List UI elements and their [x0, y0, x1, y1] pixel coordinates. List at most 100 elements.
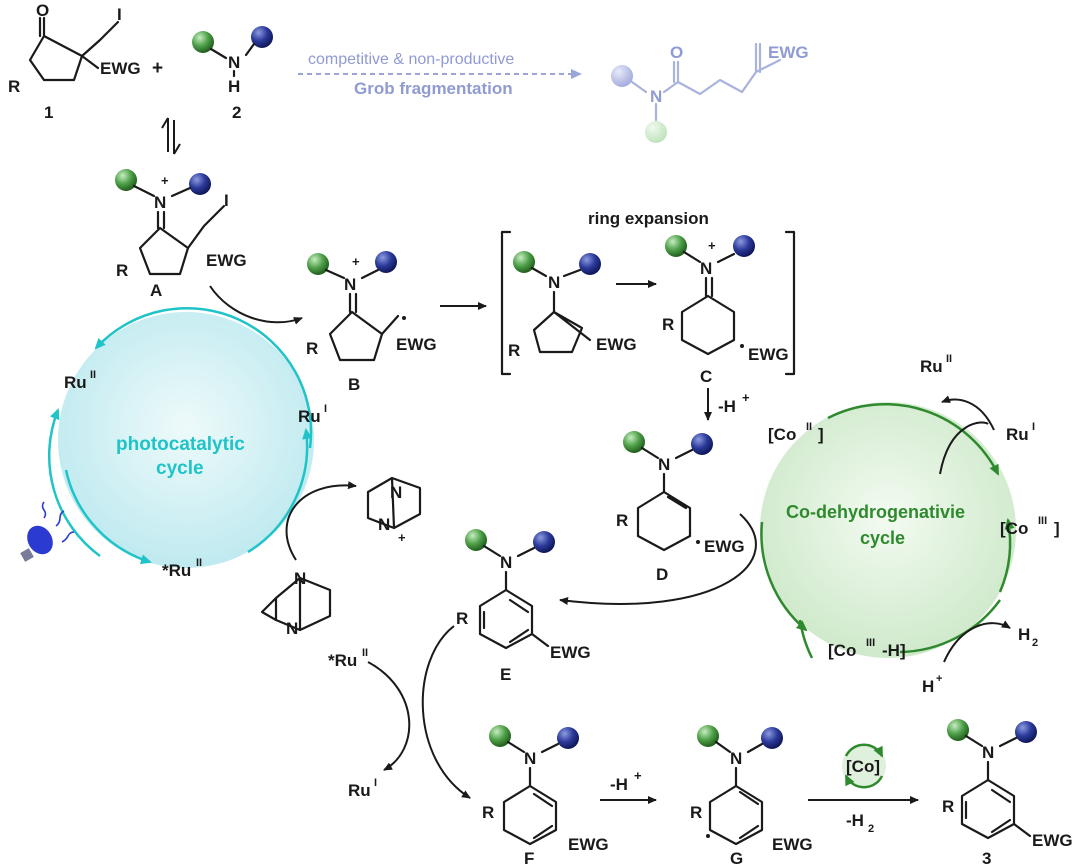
blue-ball: [189, 173, 211, 195]
arrow-h2-release: [943, 620, 1011, 663]
intermediate-B: N + EWG R B: [306, 251, 437, 394]
r-label: R: [616, 511, 628, 530]
ewg-label: EWG: [568, 835, 609, 854]
svg-text:II: II: [90, 369, 96, 381]
green-ball: [465, 529, 487, 551]
svg-text:N: N: [286, 619, 298, 638]
compound-2-structure: N H 2: [192, 26, 273, 122]
product-3: N EWG R 3: [942, 719, 1073, 868]
co-III-label: [Co: [1000, 519, 1028, 538]
blue-ball: [761, 727, 783, 749]
svg-text:I: I: [1032, 421, 1035, 433]
radical-cation-n-label: N: [548, 273, 560, 292]
co-catalyst-label: [Co]: [846, 757, 880, 776]
photocycle-title-1: photocatalytic: [116, 434, 245, 455]
label-B: B: [348, 375, 360, 394]
blue-ball: [375, 251, 397, 273]
cocycle-title-2: cycle: [860, 528, 905, 548]
faint-blue-ball: [611, 65, 633, 87]
blue-ball: [733, 235, 755, 257]
r-label: R: [8, 77, 20, 96]
ring-expansion-bracket: ring expansion N EWG R N + EWG R C: [500, 209, 796, 386]
radical-cation-plus: +: [398, 530, 406, 545]
arrow-D-to-E: [559, 513, 757, 605]
compound-1-structure: O I EWG R 1: [8, 1, 141, 122]
arrow-ru-quench: [367, 661, 411, 771]
co-ru-I-label: Ru: [1006, 425, 1029, 444]
iminium-n-label: N: [700, 259, 712, 278]
cocycle-disk: [760, 402, 1016, 658]
ewg-label: EWG: [396, 335, 437, 354]
svg-text:III: III: [866, 637, 875, 649]
blue-ball: [533, 531, 555, 553]
grob-fragmentation-pathway: competitive & non-productive Grob fragme…: [298, 42, 809, 143]
enamine-n-label: N: [658, 455, 670, 474]
minus-h-label-2: -H: [610, 775, 628, 794]
ewg-label: EWG: [550, 643, 591, 662]
svg-text:+: +: [936, 673, 942, 685]
intermediate-F: N EWG R F: [482, 725, 609, 868]
compound-3-label: 3: [982, 849, 991, 868]
faint-ewg-label: EWG: [768, 43, 809, 62]
r-label: R: [690, 803, 702, 822]
r-label: R: [116, 261, 128, 280]
label-A: A: [150, 281, 162, 300]
blue-ball: [579, 253, 601, 275]
cocycle-title-1: Co-dehydrogenativie: [786, 502, 965, 522]
faint-n-label: N: [650, 87, 662, 106]
svg-text:II: II: [946, 353, 952, 365]
label-G: G: [730, 849, 743, 868]
amine-n-label: N: [982, 743, 994, 762]
iodo-label: I: [224, 191, 229, 210]
h-label: H: [228, 77, 240, 96]
svg-text:N: N: [294, 569, 306, 588]
ewg-label: EWG: [1032, 831, 1073, 850]
ewg-label: EWG: [748, 345, 789, 364]
arrow-A-to-B: [209, 285, 303, 325]
ewg-label: EWG: [206, 251, 247, 270]
svg-text:+: +: [634, 768, 642, 783]
co-II-label: [Co: [768, 425, 796, 444]
compound-2-label: 2: [232, 103, 241, 122]
minus-h-label: -H: [718, 397, 736, 416]
r-label: R: [482, 803, 494, 822]
plus-charge: +: [708, 238, 716, 253]
amine-n-label: N: [730, 749, 742, 768]
green-ball: [489, 725, 511, 747]
intermediate-D: N EWG R D: [616, 431, 745, 584]
svg-text:N: N: [378, 515, 390, 534]
co-III-H-label: [Co: [828, 641, 856, 660]
plus-charge: +: [352, 254, 360, 269]
photocatalytic-cycle: photocatalytic cycle Ru II Ru I *Ru II: [20, 306, 327, 580]
svg-text:I: I: [324, 403, 327, 415]
green-ball: [947, 719, 969, 741]
label-E: E: [500, 665, 511, 684]
intermediate-E: N EWG R E: [456, 529, 591, 684]
svg-text:]: ]: [1054, 519, 1060, 538]
faint-o-label: O: [670, 43, 683, 62]
intermediate-A: N + I EWG R A: [115, 169, 247, 300]
blue-ball: [557, 727, 579, 749]
r-label: R: [662, 315, 674, 334]
svg-text:I: I: [374, 777, 377, 789]
r-label: R: [306, 339, 318, 358]
svg-text:II: II: [806, 421, 812, 433]
co-dehydrogenative-cycle: Co-dehydrogenativie cycle [Co II] [Co II…: [760, 353, 1060, 696]
n-label: N: [228, 53, 240, 72]
svg-text:]: ]: [818, 425, 824, 444]
photocycle-disk: [58, 312, 314, 568]
ru-reduction-path: [939, 421, 989, 475]
ewg-label: EWG: [596, 335, 637, 354]
green-ball: [115, 169, 137, 191]
ru-I-label: Ru: [298, 407, 321, 426]
bottom-ru-II-excited: *Ru: [328, 651, 357, 670]
label-D: D: [656, 565, 668, 584]
blue-ball: [1015, 721, 1037, 743]
compound-1-label: 1: [44, 103, 53, 122]
label-C: C: [700, 367, 712, 386]
green-ball: [513, 251, 535, 273]
ewg-label: EWG: [704, 537, 745, 556]
iodo-label: I: [117, 5, 122, 24]
